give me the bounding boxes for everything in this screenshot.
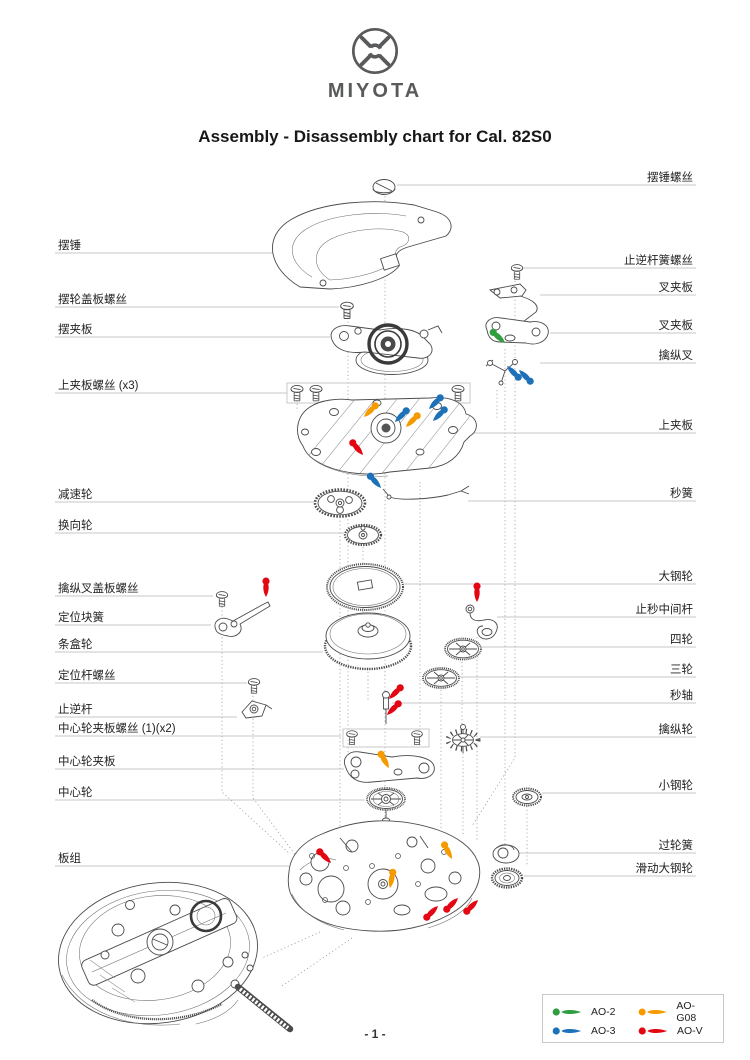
- oscillating-weight: [272, 201, 452, 290]
- ratchet-wheel: [326, 563, 404, 611]
- part-label: 四轮: [670, 632, 693, 646]
- part-label: 定位杆螺丝: [58, 668, 116, 682]
- legend-label: AO-V: [677, 1025, 703, 1037]
- positioning-spring: [214, 601, 271, 637]
- part-label: 摆锤: [58, 238, 81, 252]
- legend-item: AO-2: [552, 1000, 628, 1024]
- part-label: 过轮簧: [659, 838, 694, 852]
- part-label: 秒簧: [670, 486, 693, 500]
- click-lever: [241, 700, 273, 719]
- rotor-screw: [372, 179, 396, 195]
- page-number: - 1 -: [364, 1027, 386, 1041]
- stop-intermediate-lever: [465, 604, 498, 640]
- third-wheel: [422, 667, 460, 689]
- fork-bridge-1: [488, 283, 538, 329]
- part-label: 叉夹板: [659, 318, 694, 332]
- center-bridge-screws: [342, 728, 430, 748]
- center-wheel-bridge: [344, 751, 435, 783]
- part-label: 止逆杆: [58, 702, 93, 716]
- assembled-movement: [58, 881, 294, 1033]
- part-label: 减速轮: [58, 487, 93, 501]
- part-label: 擒纵轮: [659, 722, 694, 736]
- right-labels: 摆锤螺丝 止逆杆簧螺丝 叉夹板 叉夹板 擒纵叉 上夹板 秒簧 大钢轮 止秒中间杆…: [624, 170, 693, 875]
- legend-item: AO-V: [638, 1025, 714, 1037]
- center-wheel: [366, 787, 406, 823]
- part-label: 滑动大钢轮: [636, 861, 694, 875]
- part-label: 中心轮夹板螺丝 (1)(x2): [58, 721, 176, 735]
- pallet-fork: [485, 359, 518, 386]
- legend-label: AO-3: [591, 1025, 616, 1037]
- legend-item: AO-3: [552, 1025, 628, 1037]
- second-spring: [382, 485, 470, 500]
- part-label: 上夹板: [659, 418, 694, 432]
- oil-marker-icon: [552, 1008, 582, 1016]
- part-label: 三轮: [670, 662, 693, 676]
- part-label: 大钢轮: [659, 569, 694, 583]
- reduction-wheel: [313, 488, 367, 518]
- brand-text: MIYOTA: [327, 80, 423, 102]
- balance-bridge: [330, 323, 443, 375]
- part-label: 摆轮盖板螺丝: [58, 292, 127, 306]
- intermediate-wheel-spring: [492, 844, 520, 864]
- leader-lines: [55, 184, 696, 877]
- oil-marker-icon: [638, 1008, 667, 1016]
- pallet-cover-screw: [215, 591, 229, 607]
- oil-marker-icon: [638, 1027, 668, 1035]
- balance-bridge-screw: [340, 301, 354, 319]
- small-steel-wheel: [512, 787, 542, 807]
- page-title: Assembly - Disassembly chart for Cal. 82…: [198, 127, 552, 146]
- part-label: 条盒轮: [58, 637, 93, 651]
- legend-item: AO-G08: [638, 1000, 714, 1024]
- part-label: 摆锤螺丝: [647, 170, 693, 184]
- part-label: 定位块簧: [58, 610, 104, 624]
- miyota-logo-icon: [350, 26, 400, 81]
- upper-bridge: [297, 397, 477, 477]
- second-axle: [382, 691, 390, 724]
- fourth-wheel: [444, 637, 482, 661]
- sliding-ratchet-wheel: [490, 867, 524, 889]
- part-label: 小钢轮: [659, 778, 694, 792]
- part-label: 止秒中间杆: [636, 602, 694, 616]
- left-labels: 摆锤 摆轮盖板螺丝 摆夹板 上夹板螺丝 (x3) 减速轮 换向轮 擒纵叉盖板螺丝…: [58, 238, 176, 865]
- part-label: 叉夹板: [659, 280, 694, 294]
- positioning-lever-screw: [247, 678, 261, 694]
- part-label: 上夹板螺丝 (x3): [58, 378, 139, 392]
- oil-marker-icon: [552, 1027, 582, 1035]
- part-label: 擒纵叉: [659, 348, 694, 362]
- part-label: 秒轴: [670, 688, 693, 702]
- legend-label: AO-2: [591, 1006, 616, 1018]
- part-label: 中心轮: [58, 785, 93, 799]
- reversing-wheel: [343, 523, 383, 547]
- part-label: 板组: [58, 851, 81, 865]
- part-label: 中心轮夹板: [58, 754, 116, 768]
- part-label: 换向轮: [58, 518, 93, 532]
- winding-stem: [230, 979, 294, 1033]
- part-label: 止逆杆簧螺丝: [624, 253, 693, 267]
- legend-label: AO-G08: [676, 1000, 697, 1024]
- main-plate: [287, 820, 481, 932]
- barrel-wheel: [323, 612, 413, 671]
- escape-wheel: [445, 724, 481, 753]
- part-label: 擒纵叉盖板螺丝: [58, 581, 139, 595]
- click-spring-screw: [510, 264, 524, 280]
- part-label: 摆夹板: [58, 322, 93, 336]
- oil-legend: AO-2 AO-G08 AO-3 AO-V: [542, 994, 724, 1043]
